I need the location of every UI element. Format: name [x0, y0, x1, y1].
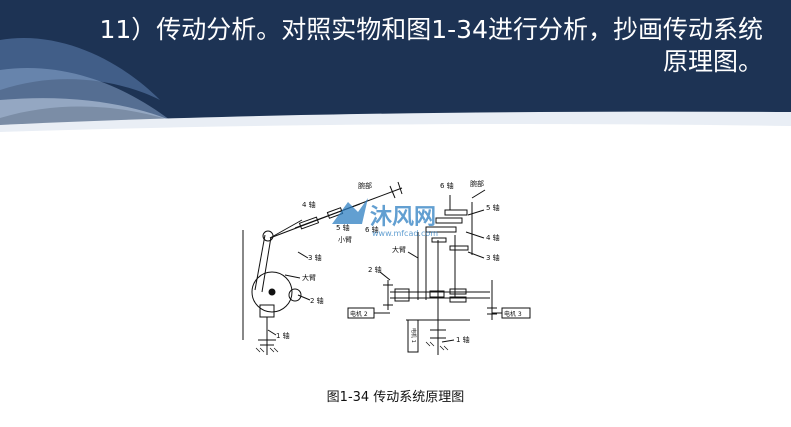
label-axis3-right: 3 轴	[486, 253, 500, 262]
label-axis5-left: 5 轴	[336, 223, 350, 232]
title-line-1: 11）传动分析。对照实物和图1-34进行分析，抄画传动系统	[99, 15, 763, 44]
watermark-logo: 沐风网 www.mfcad.com	[332, 198, 438, 238]
left-arm-sketch	[242, 181, 403, 355]
ground-hatching	[255, 341, 449, 353]
transmission-diagram-svg: 腕部 4 轴 5 轴 6 轴 小臂 3 轴 大臂 2 轴 1 轴	[242, 179, 531, 355]
label-axis4-right: 4 轴	[486, 233, 500, 242]
title-line-2: 原理图。	[662, 47, 763, 76]
label-axis6-left: 6 轴	[365, 225, 379, 234]
label-axis4-left: 4 轴	[302, 200, 316, 209]
label-axis1-right: 1 轴	[456, 335, 470, 344]
label-axis5-right: 5 轴	[486, 203, 500, 212]
label-wrist-right: 腕部	[470, 180, 484, 188]
label-axis1-left: 1 轴	[276, 331, 290, 340]
label-wrist-left: 腕部	[358, 181, 372, 190]
label-axis6-right: 6 轴	[440, 181, 454, 190]
right-gear-train	[347, 189, 531, 355]
label-axis3-left: 3 轴	[308, 253, 322, 262]
label-axis2-right: 2 轴	[368, 265, 382, 274]
label-axis2-left: 2 轴	[310, 296, 324, 305]
transmission-diagram: 腕部 4 轴 5 轴 6 轴 小臂 3 轴 大臂 2 轴 1 轴	[240, 179, 535, 370]
watermark-url: www.mfcad.com	[372, 229, 438, 238]
label-motor3: 电机 3	[504, 310, 522, 318]
label-big-arm-left: 大臂	[302, 273, 316, 282]
label-small-arm: 小臂	[338, 235, 352, 244]
slide-header: 11）传动分析。对照实物和图1-34进行分析，抄画传动系统 原理图。	[0, 0, 791, 138]
figure-caption: 图1-34 传动系统原理图	[326, 390, 465, 405]
label-big-arm-right: 大臂	[392, 245, 406, 254]
label-motor2: 电机 2	[350, 310, 368, 318]
label-motor1: 电机 1	[410, 328, 417, 343]
slide-title: 11）传动分析。对照实物和图1-34进行分析，抄画传动系统 原理图。	[3, 14, 763, 78]
watermark-logo-text: 沐风网	[370, 205, 436, 230]
header-swoosh-decoration	[0, 38, 791, 138]
